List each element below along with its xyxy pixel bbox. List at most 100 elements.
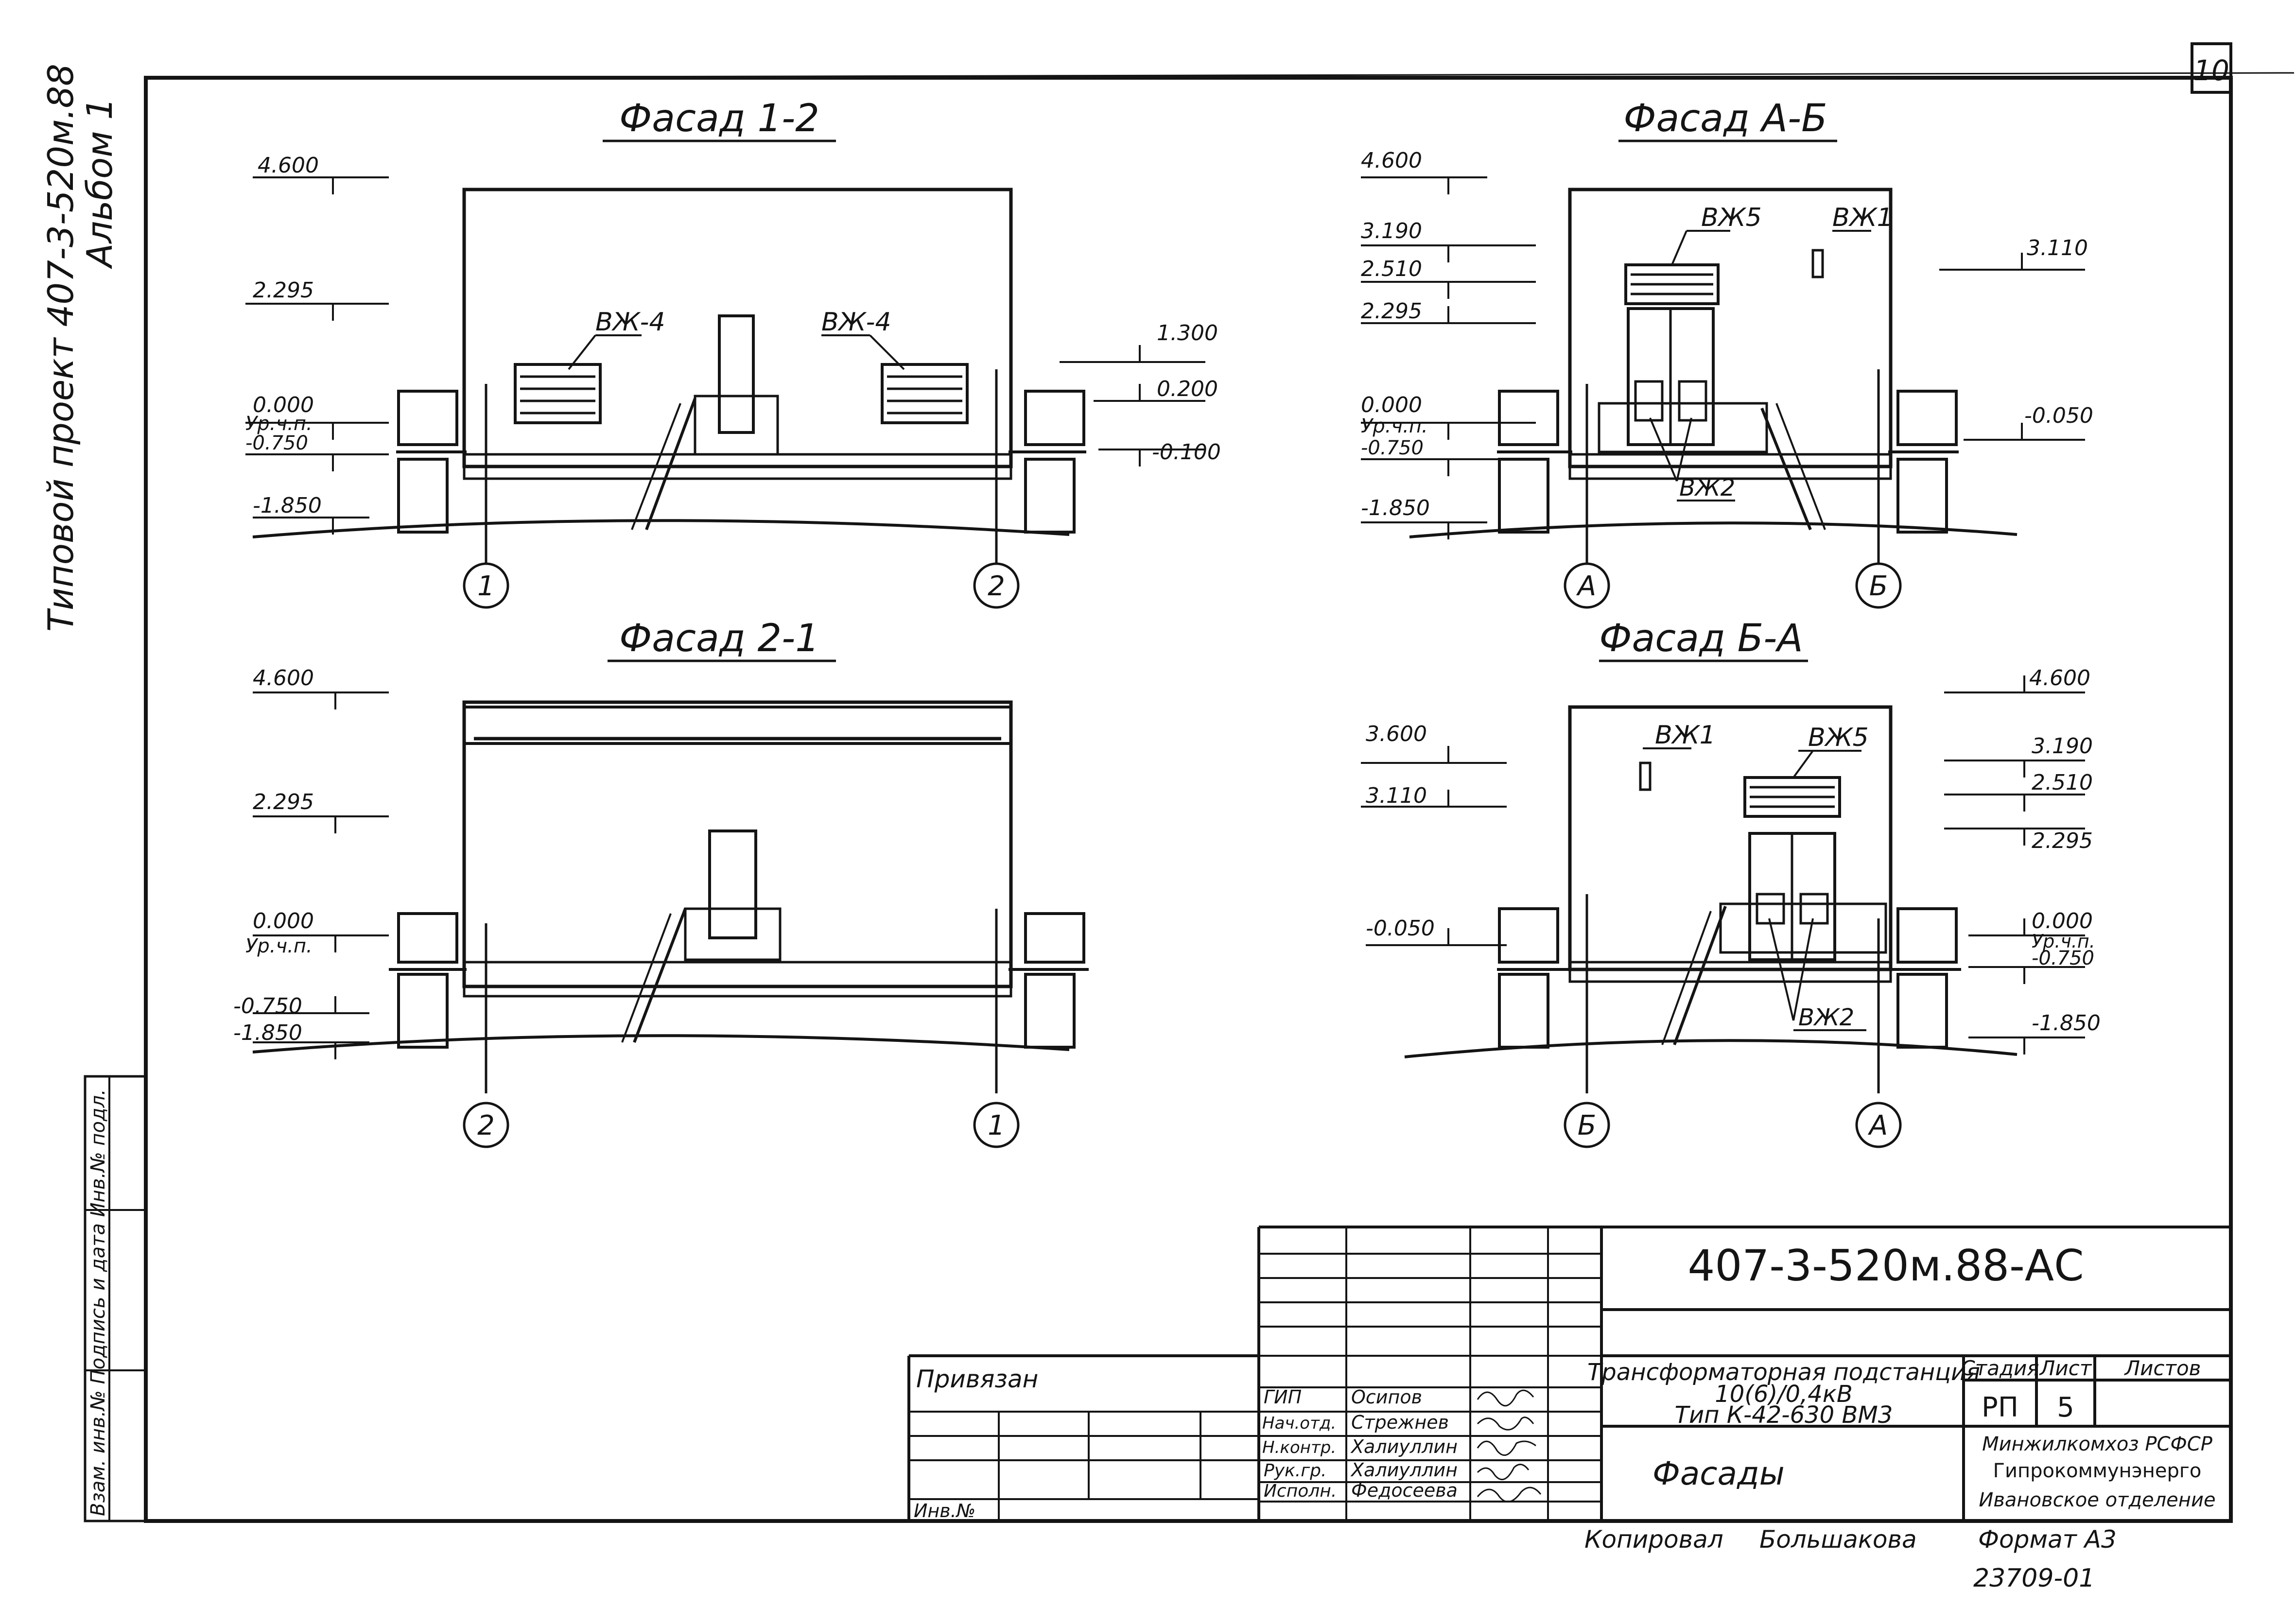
role: Н.контр. [1262, 1438, 1336, 1457]
level-mark: 2.295 [1361, 299, 1422, 324]
role: ГИП [1264, 1386, 1302, 1408]
sheet-header: Лист [2039, 1356, 2092, 1380]
side-stamp-text: Взам. инв.№ Подпись и дата Инв.№ подл. [87, 1089, 109, 1516]
object-title-2: 10(6)/0,4кВ [1715, 1381, 1853, 1408]
axis-label: А [1576, 570, 1596, 602]
organization-2: Гипрокоммунэнерго [1993, 1460, 2202, 1482]
level-mark: -0.750 [1361, 437, 1424, 459]
level-mark: 4.600 [1361, 148, 1422, 173]
louvre-label: ВЖ-4 [821, 308, 891, 337]
sheet-value: 5 [2057, 1392, 2074, 1423]
level-mark: 3.110 [2027, 236, 2088, 260]
louvre-label: ВЖ2 [1798, 1004, 1854, 1031]
facade-title: Фасад 2-1 [619, 617, 819, 660]
facade-b-a: Фасад Б-А ВЖ1 ВЖ5 ВЖ2 [1361, 617, 2101, 1148]
format-label: Формат А3 [1978, 1525, 2117, 1554]
role: Исполн. [1264, 1481, 1337, 1501]
axis-label: 2 [988, 570, 1005, 602]
level-mark: -0.050 [1366, 916, 1435, 941]
sheet-title: Фасады [1652, 1455, 1785, 1492]
role: Рук.гр. [1264, 1461, 1326, 1481]
level-mark: 3.110 [1366, 783, 1427, 808]
level-mark: Ур.ч.п. [2032, 931, 2095, 952]
level-mark: -0.050 [2024, 403, 2093, 428]
level-mark: 2.295 [253, 278, 314, 303]
louvre-label: ВЖ5 [1701, 203, 1762, 232]
facade-1-2: Фасад 1-2 ВЖ-4 ВЖ-4 1 [245, 97, 1221, 609]
axis-label: А [1868, 1110, 1888, 1141]
sheets-header: Листов [2124, 1356, 2201, 1380]
louvre-label: ВЖ1 [1832, 203, 1893, 232]
axis-label: 1 [477, 570, 495, 602]
archive-number: 23709-01 [1973, 1564, 2095, 1593]
level-mark: -1.850 [253, 493, 322, 518]
level-mark: -1.850 [1361, 496, 1430, 520]
level-mark: -1.850 [2032, 1011, 2101, 1036]
level-mark: 2.295 [253, 790, 314, 814]
signatures [1477, 1389, 1542, 1503]
axis-label: Б [1869, 570, 1888, 602]
level-mark: Ур.ч.п. [245, 935, 313, 957]
level-mark: -1.850 [233, 1020, 302, 1045]
level-mark: 2.295 [2032, 829, 2093, 853]
facade-title: Фасад Б-А [1599, 617, 1803, 660]
level-mark: 2.510 [2032, 770, 2093, 795]
level-mark: 0.000 [253, 393, 314, 417]
level-mark: 4.600 [253, 666, 314, 691]
tied-label: Привязан [916, 1365, 1038, 1393]
louvre [514, 363, 602, 424]
approval-roles: ГИП Осипов Нач.отд. Стрежнев Н.контр. Ха… [1262, 1386, 1458, 1501]
title-block [907, 1226, 2231, 1521]
side-title: Типовой проект 407-3-520м.88 Альбом 1 [40, 64, 120, 632]
role-name: Халиуллин [1350, 1459, 1458, 1481]
axis-label: 2 [477, 1110, 495, 1141]
level-mark: 2.510 [1361, 257, 1422, 281]
document-code: 407-3-520м.88-АС [1687, 1241, 2084, 1291]
facade-title: Фасад 1-2 [619, 97, 819, 140]
object-title-1: Трансформаторная подстанция [1587, 1359, 1980, 1386]
side-stamp: Взам. инв.№ Подпись и дата Инв.№ подл. [84, 1075, 147, 1522]
level-mark: 0.000 [253, 909, 314, 933]
louvre [1639, 761, 1652, 791]
stage-value: РП [1982, 1392, 2018, 1423]
level-mark: 0.200 [1157, 377, 1218, 401]
role-name: Стрежнев [1351, 1412, 1449, 1433]
side-title-project: Типовой проект 407-3-520м.88 [40, 64, 81, 632]
stage-header: Стадия [1961, 1356, 2039, 1380]
level-mark: 0.000 [1361, 393, 1422, 417]
organization-1: Минжилкомхоз РСФСР [1982, 1433, 2213, 1455]
level-mark: 3.600 [1366, 722, 1427, 746]
copier-name: Большакова [1759, 1525, 1917, 1554]
organization-3: Ивановское отделение [1979, 1489, 2215, 1511]
louvre-label: ВЖ-4 [595, 308, 665, 337]
facade-title: Фасад А-Б [1623, 97, 1827, 140]
inv-label: Инв.№ [914, 1500, 975, 1521]
louvre-label: ВЖ2 [1679, 474, 1735, 501]
level-mark: -0.100 [1152, 440, 1221, 465]
level-mark: -0.750 [2032, 947, 2094, 969]
level-mark: 0.000 [2032, 909, 2093, 933]
role-name: Осипов [1351, 1386, 1422, 1408]
object-title-3: Тип К-42-630 ВМ3 [1675, 1401, 1893, 1429]
facade-2-1: Фасад 2-1 2 1 4.600 2.295 0.000 [233, 617, 1089, 1148]
louvre-label: ВЖ1 [1655, 721, 1716, 750]
level-mark: 3.190 [2032, 734, 2093, 759]
louvre [1811, 249, 1824, 278]
level-mark: Ур.ч.п. [245, 413, 313, 435]
role-name: Халиуллин [1350, 1436, 1458, 1457]
level-mark: 1.300 [1157, 321, 1218, 346]
facade-a-b: Фасад А-Б ВЖ5 ВЖ1 ВЖ2 [1361, 97, 2093, 609]
louvre [881, 363, 969, 424]
level-mark: 3.190 [1361, 219, 1422, 243]
level-mark: -0.750 [233, 994, 302, 1019]
axis-label: 1 [988, 1110, 1005, 1141]
sheet-frame [144, 76, 2233, 1523]
sheet-number-box [2191, 42, 2232, 94]
side-title-album: Альбом 1 [79, 98, 120, 269]
role-name: Федосеева [1351, 1480, 1458, 1501]
level-mark: -0.750 [245, 432, 308, 454]
level-mark: Ур.ч.п. [1361, 415, 1428, 437]
level-mark: 4.600 [2029, 666, 2090, 691]
louvre [1743, 776, 1841, 818]
